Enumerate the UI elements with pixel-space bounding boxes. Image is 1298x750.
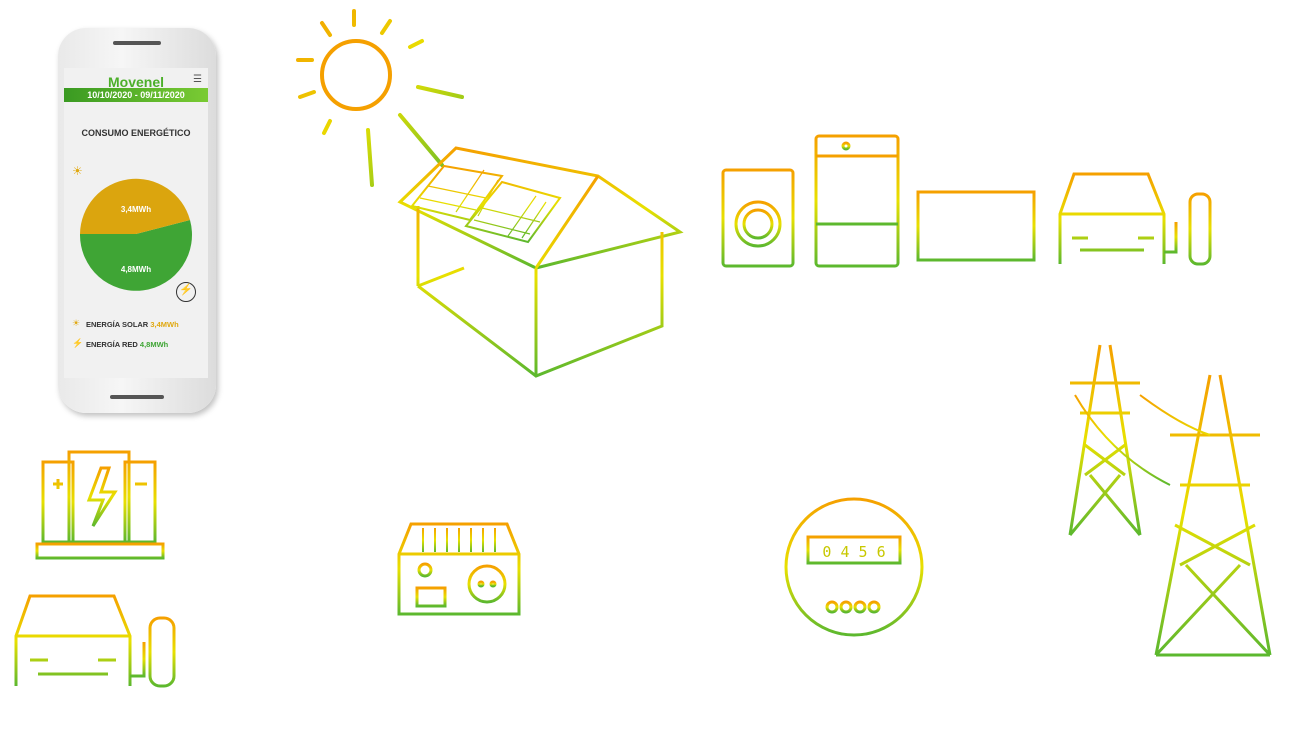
phone-home-bar xyxy=(110,395,164,399)
lightning-icon: ⚡ xyxy=(176,282,196,302)
electric-car-icon xyxy=(1058,172,1212,266)
washing-machine-icon xyxy=(721,168,795,268)
solar-house-icon xyxy=(397,146,684,378)
legend-grid: ENERGÍA RED 4,8MWh xyxy=(86,340,169,349)
menu-icon[interactable]: ☰ xyxy=(193,74,202,85)
television-icon xyxy=(916,190,1036,266)
electric-car-charging-icon xyxy=(14,594,176,688)
date-range[interactable]: 10/10/2020 - 09/11/2020 xyxy=(64,88,208,102)
sun-icon xyxy=(296,9,464,187)
phone-speaker xyxy=(113,41,161,45)
electricity-meter-icon: 0 4 5 6 xyxy=(784,497,924,637)
pie-label-grid: 4,8MWh xyxy=(121,265,151,274)
pie-slice-solar xyxy=(80,178,190,234)
app-screen: Movenel ☰ 10/10/2020 - 09/11/2020 CONSUM… xyxy=(64,68,208,378)
legend-solar: ENERGÍA SOLAR 3,4MWh xyxy=(86,320,179,329)
meter-reading: 0 4 5 6 xyxy=(822,543,885,561)
solar-icon: ☀ xyxy=(72,318,81,328)
smartphone: Movenel ☰ 10/10/2020 - 09/11/2020 CONSUM… xyxy=(58,28,216,413)
app-logo: Movenel xyxy=(107,74,164,90)
pie-label-solar: 3,4MWh xyxy=(121,205,151,214)
appliances-icons xyxy=(721,134,1212,268)
grid-icon: ⚡ xyxy=(72,338,84,348)
power-tower-icon xyxy=(1068,344,1272,657)
pie-slice-grid xyxy=(79,220,192,291)
solar-plug-icon: ☀ xyxy=(72,164,83,178)
refrigerator-icon xyxy=(814,134,900,268)
page-title: CONSUMO ENERGÉTICO xyxy=(81,128,191,138)
battery-storage-icon xyxy=(35,450,165,560)
inverter-icon xyxy=(397,522,521,616)
consumption-pie-chart: 3,4MWh 4,8MWh xyxy=(79,178,192,291)
